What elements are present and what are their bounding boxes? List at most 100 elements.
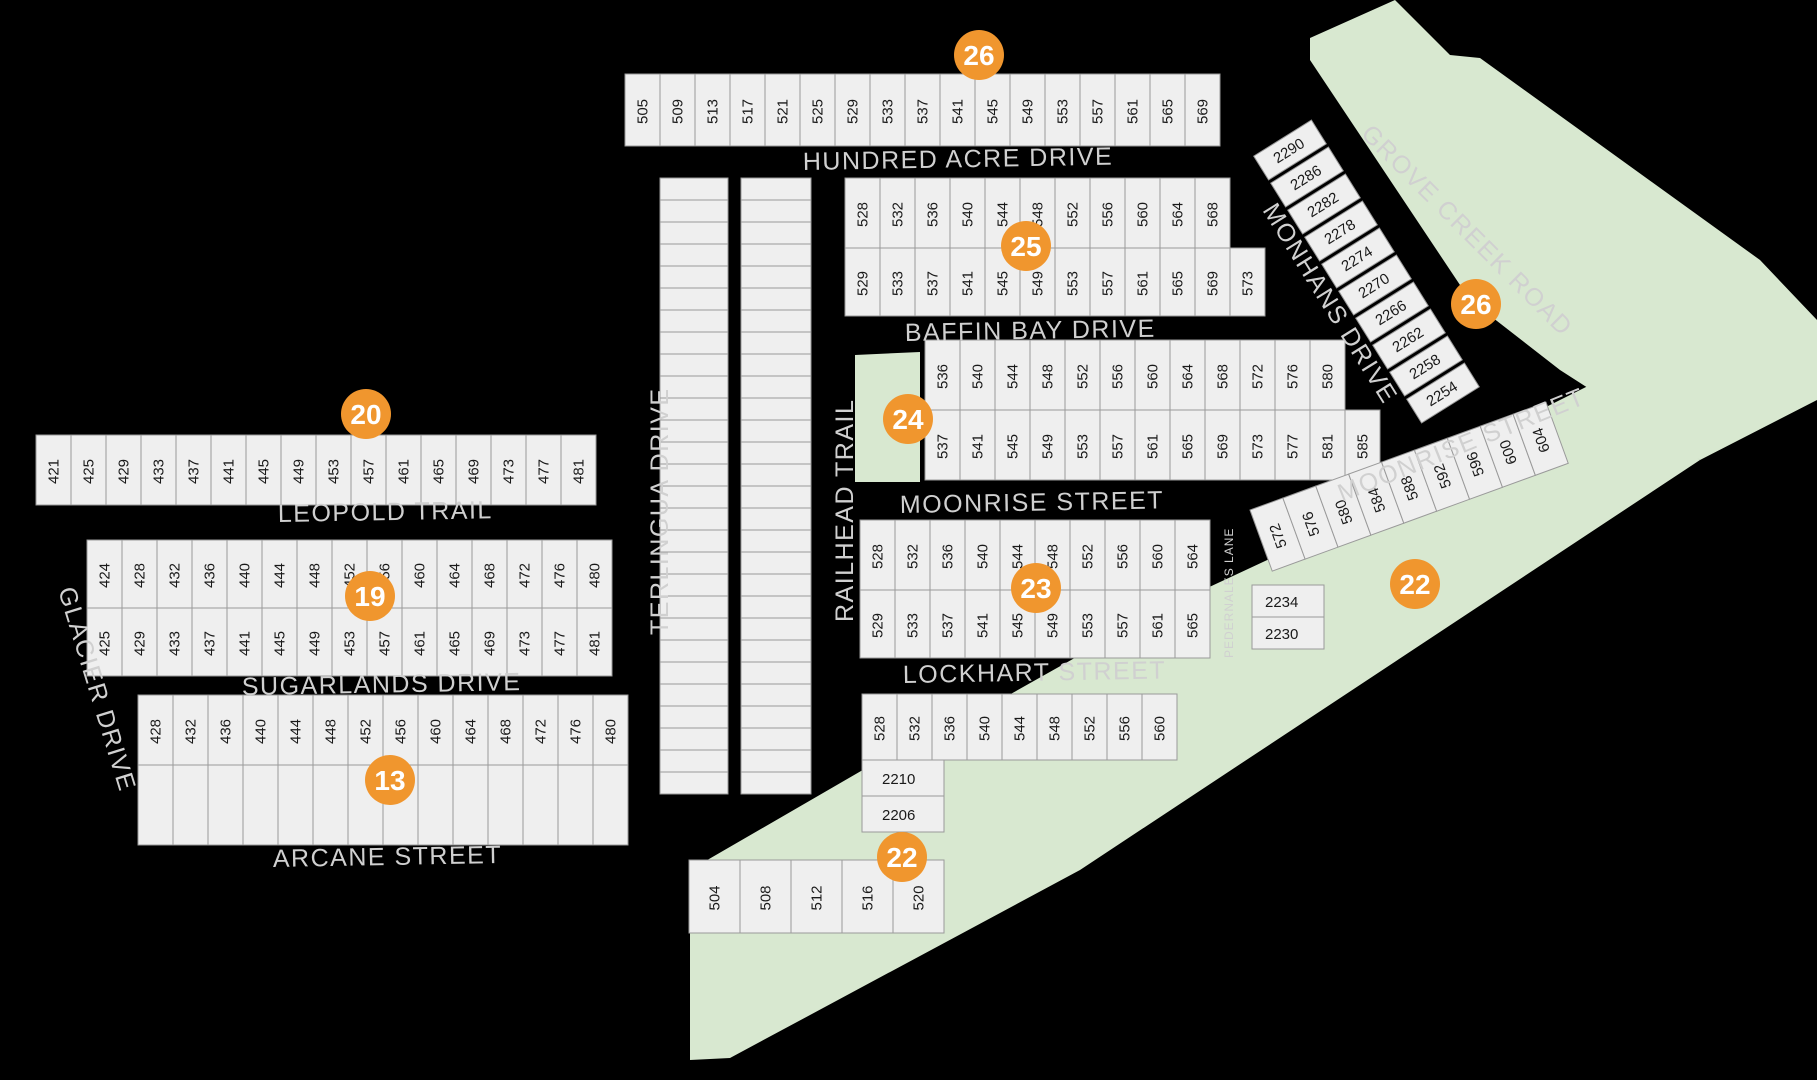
lot[interactable] [1253,119,1327,181]
lot[interactable] [1270,146,1344,208]
lot[interactable] [659,177,729,201]
lot[interactable] [156,539,193,609]
lot[interactable] [140,434,177,506]
lot[interactable] [859,589,896,659]
lot[interactable] [729,73,766,147]
lot[interactable] [894,589,931,659]
lot[interactable] [659,243,729,267]
lot[interactable] [659,749,729,773]
lot[interactable] [522,764,559,846]
lot[interactable] [280,434,317,506]
lot[interactable] [740,595,812,619]
lot[interactable] [1169,339,1206,411]
lot[interactable] [1099,339,1136,411]
lot[interactable] [175,434,212,506]
lot[interactable] [834,73,871,147]
lot[interactable] [1355,281,1429,343]
lot[interactable] [86,607,123,677]
lot[interactable] [740,265,812,289]
lot[interactable] [740,771,812,795]
lot[interactable] [929,519,966,591]
lot[interactable] [1174,589,1211,659]
lot[interactable] [740,375,812,399]
lot[interactable] [994,339,1031,411]
lot[interactable] [659,353,729,377]
lot[interactable] [401,539,438,609]
lot[interactable] [844,177,881,249]
count-badge[interactable] [1001,221,1051,271]
lot[interactable] [740,243,812,267]
lot[interactable] [506,607,543,677]
lot[interactable] [296,539,333,609]
lot[interactable] [226,539,263,609]
lot[interactable] [914,247,951,317]
lot[interactable] [1274,409,1311,481]
lot[interactable] [949,177,986,249]
lot[interactable] [1321,227,1395,289]
lot[interactable] [740,507,812,531]
lot[interactable] [312,694,349,766]
lot[interactable] [1124,177,1161,249]
lot[interactable] [1194,177,1231,249]
lot[interactable] [191,539,228,609]
lot[interactable] [740,529,812,553]
lot[interactable] [740,485,812,509]
lot[interactable] [576,607,613,677]
lot[interactable] [861,795,945,833]
lot[interactable] [740,661,812,685]
lot[interactable] [1389,335,1463,397]
lot[interactable] [557,694,594,766]
lot[interactable] [740,705,812,729]
lot[interactable] [740,199,812,223]
lot[interactable] [1372,308,1446,370]
lot[interactable] [1251,584,1325,618]
lot[interactable] [156,607,193,677]
lot[interactable] [417,764,454,846]
lot[interactable] [1071,693,1108,761]
lot[interactable] [207,764,244,846]
lot[interactable] [242,694,279,766]
lot[interactable] [1512,401,1569,476]
lot[interactable] [904,73,941,147]
lot[interactable] [490,434,527,506]
lot[interactable] [1089,247,1126,317]
lot[interactable] [740,727,812,751]
lot[interactable] [740,683,812,707]
lot[interactable] [994,409,1031,481]
lot[interactable] [959,409,996,481]
lot[interactable] [366,607,403,677]
lot[interactable] [1106,693,1143,761]
lot[interactable] [659,287,729,311]
lot[interactable] [659,705,729,729]
lot[interactable] [1169,409,1206,481]
lot[interactable] [624,73,661,147]
lot[interactable] [929,589,966,659]
lot[interactable] [1309,409,1346,481]
lot[interactable] [277,764,314,846]
lot[interactable] [86,539,123,609]
lot[interactable] [659,639,729,663]
lot[interactable] [191,607,228,677]
lot[interactable] [557,764,594,846]
lot[interactable] [894,519,931,591]
lot[interactable] [659,661,729,685]
lot[interactable] [859,519,896,591]
lot[interactable] [1139,519,1176,591]
lot[interactable] [35,434,72,506]
lot[interactable] [137,694,174,766]
lot[interactable] [740,309,812,333]
count-badge[interactable] [883,394,933,444]
lot[interactable] [949,247,986,317]
lot[interactable] [1064,339,1101,411]
lot[interactable] [740,331,812,355]
lot[interactable] [1251,616,1325,650]
lot[interactable] [740,749,812,773]
lot[interactable] [576,539,613,609]
lot[interactable] [659,265,729,289]
lot[interactable] [879,177,916,249]
lot[interactable] [1406,362,1480,424]
lot[interactable] [1239,409,1276,481]
lot[interactable] [312,764,349,846]
lot[interactable] [506,539,543,609]
lot[interactable] [1287,173,1361,235]
